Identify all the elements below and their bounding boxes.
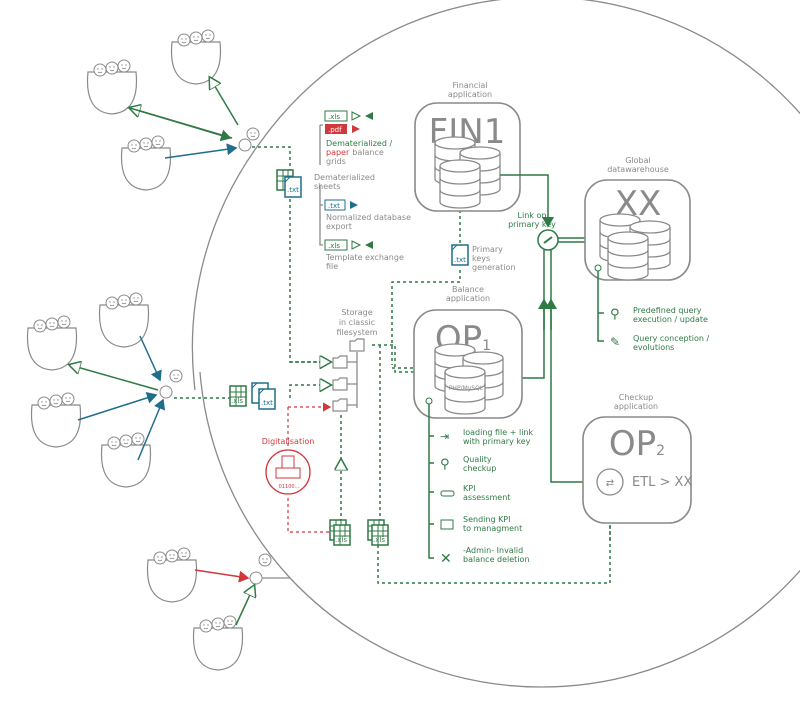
user-group-icon — [28, 316, 77, 370]
xls-file-green: .xls — [367, 519, 389, 546]
svg-text:01100...: 01100... — [279, 484, 300, 490]
storage-folders — [332, 338, 365, 412]
svg-text:.pdf: .pdf — [328, 126, 342, 134]
edit-icon: ✎ — [610, 335, 620, 349]
delete-icon: ✕ — [440, 551, 452, 567]
user-group-icon — [88, 60, 137, 114]
entry-files-mid: .xls .txt — [229, 382, 276, 410]
user-group-icon — [32, 393, 81, 447]
svg-text:Dematerialized /: Dematerialized / — [326, 139, 392, 148]
digitalisation: Digitalisation 01100... — [262, 437, 315, 495]
gauge-icon — [440, 490, 455, 497]
folder-icon — [349, 338, 365, 352]
svg-text:⇄: ⇄ — [606, 478, 614, 489]
user-group-icon — [122, 136, 171, 190]
svg-text:.xls: .xls — [335, 536, 347, 544]
entry-files-top: .txt — [276, 169, 302, 198]
xls-file-red: .xls — [329, 519, 351, 546]
folder-icon — [332, 377, 348, 391]
svg-text:.xls: .xls — [328, 242, 340, 250]
user-groups — [28, 30, 243, 670]
system-boundary — [191, 0, 800, 688]
svg-text:.xls: .xls — [231, 397, 243, 405]
user-group-icon — [194, 616, 243, 670]
svg-text:Digitalisation: Digitalisation — [262, 437, 315, 446]
search-icon: ⚲ — [440, 457, 450, 472]
search-icon: ⚲ — [610, 307, 620, 322]
primary-keys-file: .txt — [451, 244, 469, 266]
svg-text:.xls: .xls — [373, 536, 385, 544]
svg-text:.xls: .xls — [328, 113, 340, 121]
entry-nodes — [159, 127, 272, 585]
user-group-icon — [148, 548, 197, 602]
svg-text:.txt: .txt — [261, 399, 273, 407]
svg-text:Query conception /evolutions: Query conception /evolutions — [633, 334, 709, 352]
load-file-icon: ⇥ — [440, 430, 449, 443]
user-group-icon — [102, 433, 151, 487]
folder-icon — [332, 398, 348, 412]
svg-text:OP2: OP2 — [609, 424, 665, 464]
etl-icon — [596, 468, 624, 496]
svg-text:PHP/MySQL: PHP/MySQL — [449, 385, 484, 392]
svg-text:.txt: .txt — [454, 256, 466, 264]
svg-text:.txt: .txt — [328, 202, 340, 210]
folder-icon — [332, 355, 348, 369]
mail-icon — [440, 519, 454, 530]
svg-text:ETL > XX: ETL > XX — [632, 475, 692, 490]
svg-text:.txt: .txt — [287, 186, 299, 194]
user-group-icon — [172, 30, 221, 84]
